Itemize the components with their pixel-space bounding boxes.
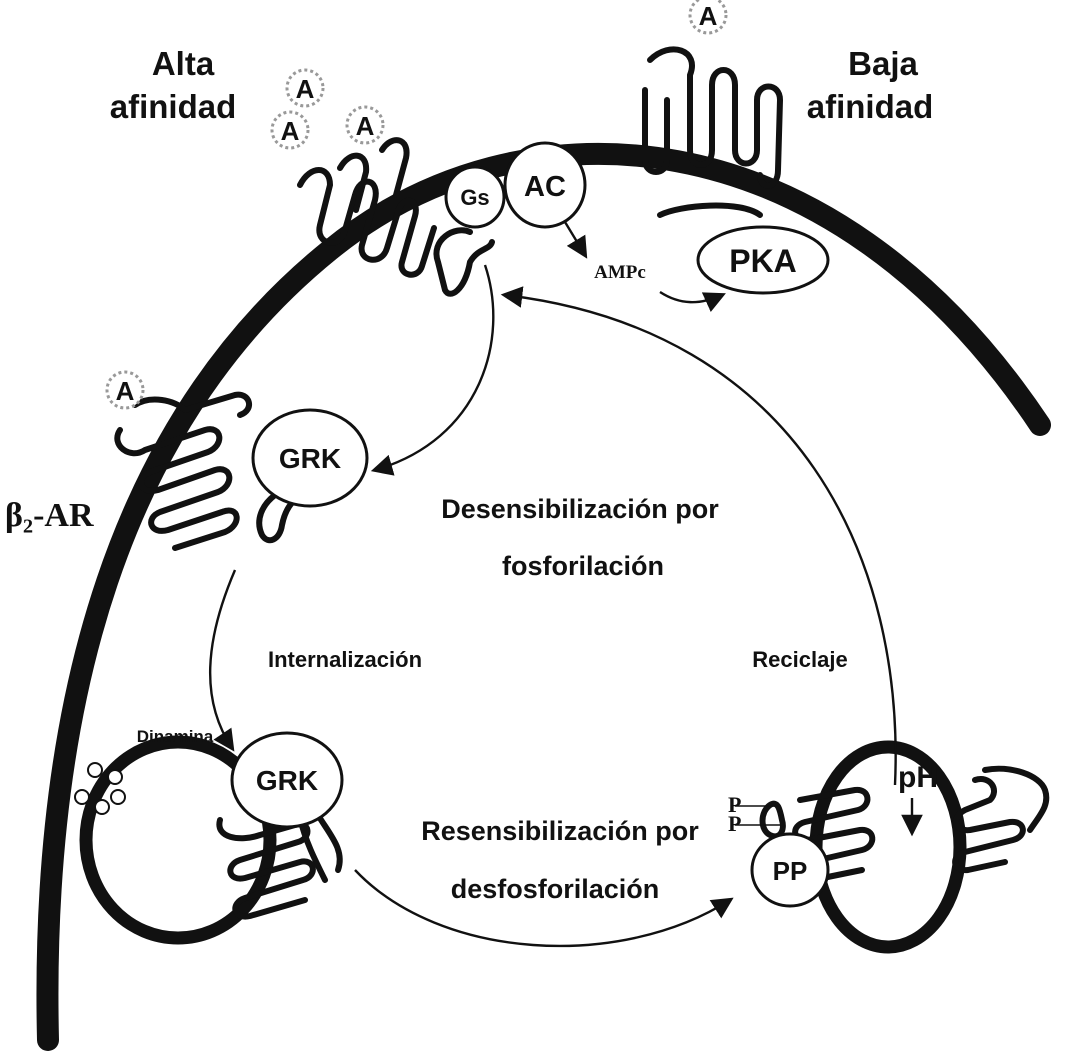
agonist-label-4: A — [699, 1, 718, 31]
dynamin-label: Dinamina — [137, 727, 214, 746]
recycling-label: Reciclaje — [752, 647, 847, 672]
phosphate-groups: P P — [728, 792, 780, 836]
high-affinity-label-1: Alta — [152, 45, 215, 82]
low-affinity-label-1: Baja — [848, 45, 918, 82]
agonist-5: A — [107, 372, 143, 408]
agonist-label-1: A — [296, 74, 315, 104]
grk-label-vesicle: GRK — [256, 765, 318, 796]
pp-label: PP — [773, 856, 808, 886]
receptor-high-affinity-tail — [436, 230, 492, 294]
receptor-right — [955, 769, 1046, 870]
ac-label: AC — [524, 171, 566, 203]
arrow-internalization — [210, 570, 235, 748]
resensitization-label-1: Resensibilización por — [421, 816, 699, 846]
agonist-label-5: A — [116, 376, 135, 406]
gs-label: Gs — [460, 185, 489, 210]
grk-label-membrane: GRK — [279, 443, 341, 474]
arrow-ac-to-camp — [565, 222, 585, 255]
agonist-1: A — [287, 70, 323, 106]
cell-membrane — [47, 154, 1040, 1040]
resensitization-label-2: desfosforilación — [451, 874, 660, 904]
ph-label: pH — [898, 761, 938, 794]
receptor-endosome-tail — [763, 804, 783, 837]
pka-label: PKA — [729, 243, 797, 279]
low-affinity-label-2: afinidad — [807, 88, 934, 125]
agonist-3: A — [347, 107, 383, 143]
arrow-camp-to-pka — [660, 292, 722, 302]
endosome — [816, 747, 960, 947]
agonist-4: A — [690, 0, 726, 33]
phosphate-label-2: P — [728, 811, 741, 836]
arrow-recycling — [505, 295, 896, 785]
agonist-label-2: A — [281, 116, 300, 146]
desensitization-label-1: Desensibilización por — [441, 494, 719, 524]
agonist-2: A — [272, 112, 308, 148]
desensitization-label-2: fosforilación — [502, 551, 664, 581]
internalization-label: Internalización — [268, 647, 422, 672]
arrow-to-grk — [375, 265, 493, 470]
receptor-label: β₂-AR — [5, 497, 94, 534]
agonist-label-3: A — [356, 111, 375, 141]
high-affinity-label-2: afinidad — [110, 88, 237, 125]
camp-label: AMPc — [594, 262, 646, 283]
